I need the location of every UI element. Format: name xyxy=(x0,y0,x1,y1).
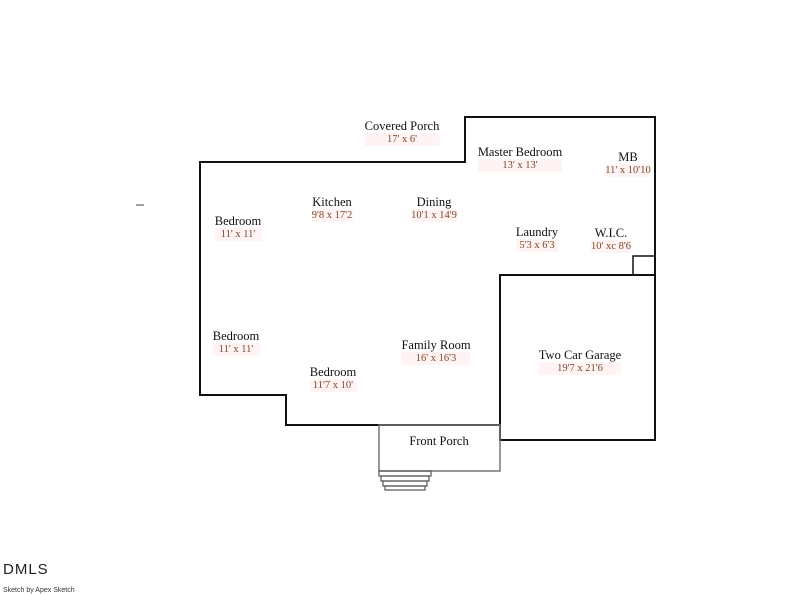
room-dimension: 9'8 x 17'2 xyxy=(311,209,353,222)
porch-steps xyxy=(378,470,432,491)
room-name: Master Bedroom xyxy=(477,145,563,159)
room-dimension: 5'3 x 6'3 xyxy=(515,239,559,252)
room-name: MB xyxy=(618,150,638,164)
sketch-credit: Sketch by Apex Sketch xyxy=(3,587,75,594)
room-dimension: 17' x 6' xyxy=(364,133,440,146)
garage-outline xyxy=(499,274,656,441)
room-name: Two Car Garage xyxy=(538,348,622,362)
room-name: Covered Porch xyxy=(364,119,440,133)
room-name: Family Room xyxy=(401,338,471,352)
front-porch-outline xyxy=(378,424,501,472)
room-name: Kitchen xyxy=(312,195,352,209)
room-dimension: 11' x 11' xyxy=(214,228,262,241)
room-name: Bedroom xyxy=(212,329,260,343)
house-outline xyxy=(199,116,656,426)
room-name: Bedroom xyxy=(309,365,357,379)
room-front-porch: Front Porch xyxy=(409,434,468,448)
room-dimension: 11'7 x 10' xyxy=(309,379,357,392)
room-dimension: 10'1 x 14'9 xyxy=(411,209,457,222)
room-dimension: 19'7 x 21'6 xyxy=(538,362,622,375)
room-dimension: 10' xc 8'6 xyxy=(591,240,631,253)
room-name: Laundry xyxy=(515,225,559,239)
room-dimension: 11' x 10'10 xyxy=(605,164,651,177)
dmls-logo: DMLS xyxy=(3,561,49,578)
room-dimension: 13' x 13' xyxy=(477,159,563,172)
wic-closet-box xyxy=(632,255,656,276)
room-name: Bedroom xyxy=(214,214,262,228)
room-name: W.I.C. xyxy=(594,226,628,240)
room-dimension: 11' x 11' xyxy=(212,343,260,356)
room-wic: W.I.C.10' xc 8'6 xyxy=(591,226,631,253)
room-dimension: 16' x 16'3 xyxy=(401,352,471,365)
room-name: Front Porch xyxy=(409,434,469,448)
room-name: Dining xyxy=(416,195,452,209)
